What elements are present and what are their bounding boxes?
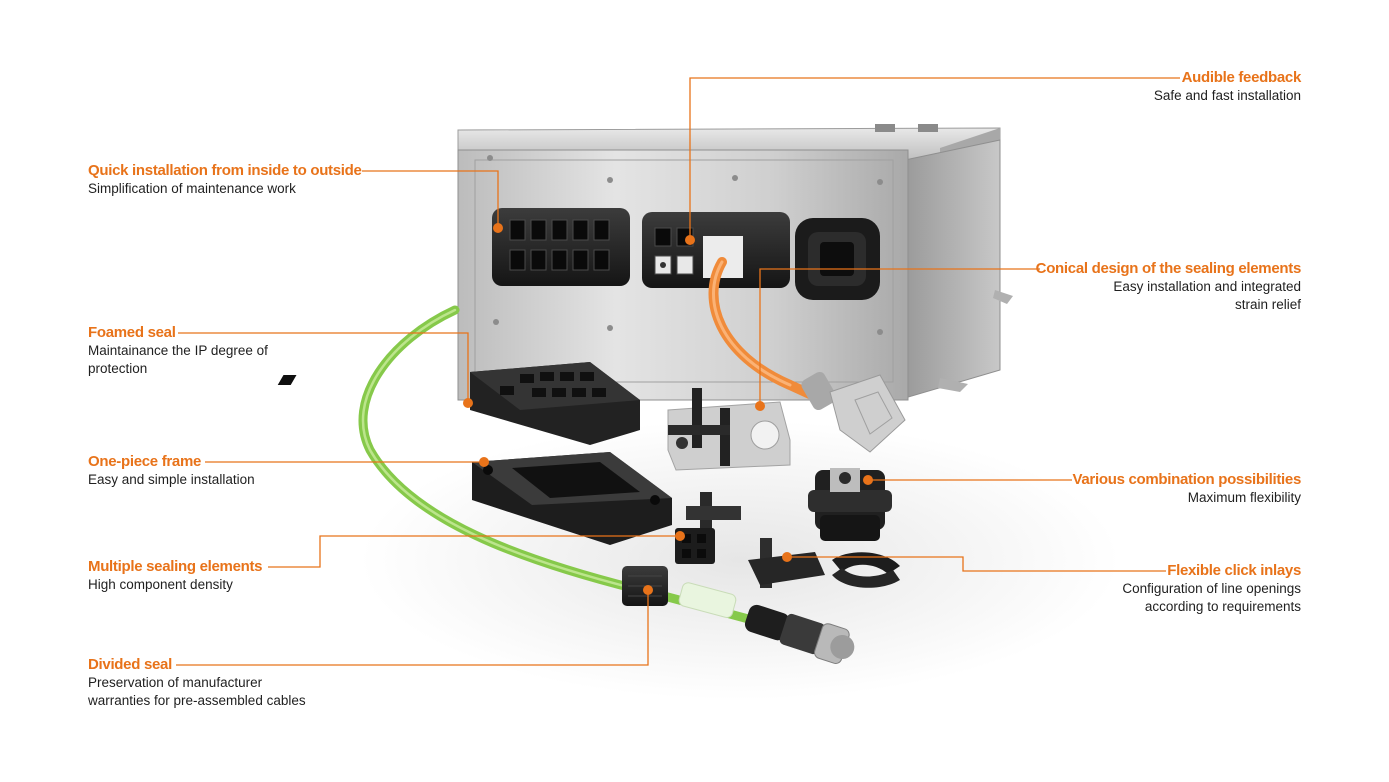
callout-subtitle: Easy installation and integrated strain …: [1113, 279, 1301, 312]
combination-gland-part: [808, 468, 892, 541]
callout-flexible-click-inlays: Flexible click inlays Configuration of l…: [1122, 562, 1301, 616]
stainless-enclosure: [457, 124, 1013, 401]
callout-audible-feedback: Audible feedback Safe and fast installat…: [1154, 69, 1301, 105]
callout-subtitle: Maximum flexibility: [1187, 490, 1301, 505]
callout-subtitle: Simplification of maintenance work: [88, 181, 296, 196]
callout-title: Multiple sealing elements: [88, 558, 263, 575]
callout-title: Divided seal: [88, 656, 172, 673]
flexible-click-inlay: [748, 538, 900, 588]
callout-foamed-seal: Foamed seal Maintainance the IP degree o…: [88, 324, 268, 378]
callout-title: Various combination possibilities: [1072, 471, 1302, 488]
cable-sleeve: [678, 582, 737, 618]
callout-leaders: [176, 77, 1180, 666]
callout-divided-seal: Divided seal Preservation of manufacture…: [88, 656, 306, 710]
callout-title: One-piece frame: [88, 453, 202, 470]
callout-title: Flexible click inlays: [1167, 562, 1301, 579]
callout-dots: [463, 223, 873, 595]
callout-subtitle: Safe and fast installation: [1153, 88, 1301, 103]
one-piece-frame-part: [472, 452, 672, 545]
callout-conical-design: Conical design of the sealing elements E…: [1035, 260, 1302, 314]
callout-subtitle: Preservation of manufacturer warranties …: [88, 675, 306, 708]
callout-multiple-sealing-elements: Multiple sealing elements High component…: [88, 558, 263, 594]
conical-sealing-element: [667, 388, 791, 471]
callout-title: Audible feedback: [1181, 69, 1302, 86]
callout-subtitle: High component density: [88, 577, 233, 592]
foamed-seal-part: [277, 362, 640, 445]
callout-title: Conical design of the sealing elements: [1035, 260, 1302, 277]
callout-quick-installation: Quick installation from inside to outsid…: [88, 162, 362, 198]
callout-subtitle: Configuration of line openings according…: [1122, 581, 1301, 614]
callout-various-combination: Various combination possibilities Maximu…: [1072, 471, 1302, 507]
m12-connector: [744, 604, 855, 664]
callout-title: Quick installation from inside to outsid…: [88, 162, 362, 179]
callout-subtitle: Easy and simple installation: [88, 472, 255, 487]
grey-connector: [801, 371, 906, 453]
callout-title: Foamed seal: [88, 324, 176, 341]
callout-one-piece-frame: One-piece frame Easy and simple installa…: [88, 453, 255, 489]
callout-subtitle: Maintainance the IP degree of protection: [88, 343, 268, 376]
multiple-sealing-element: [675, 492, 741, 564]
